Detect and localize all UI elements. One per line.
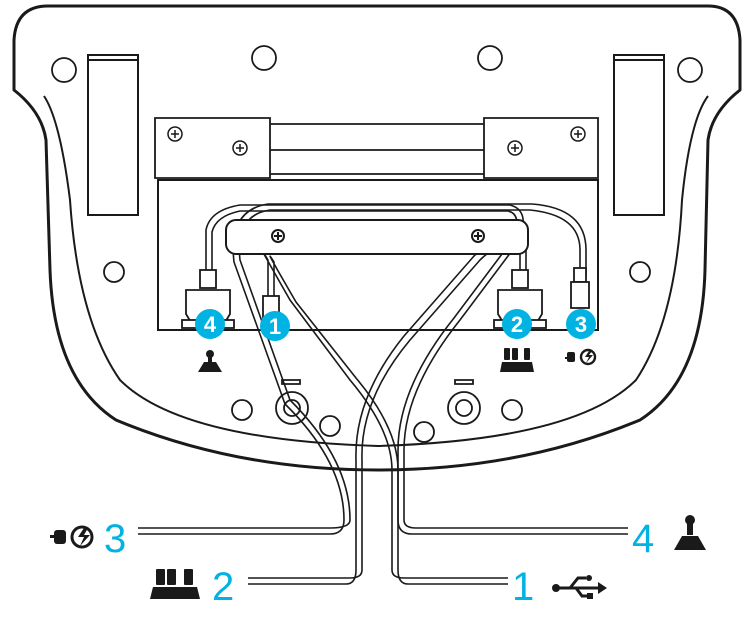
joystick-icon [198, 350, 222, 372]
screw-icons [167, 126, 586, 156]
mount-holes [51, 45, 703, 443]
power-icon [565, 348, 597, 366]
port-number: 3 [575, 312, 587, 337]
port-number: 2 [511, 312, 523, 337]
cable-label-1: 1 [512, 565, 607, 609]
port-badge-1: 1 [260, 311, 290, 341]
pedals-icon [500, 348, 534, 372]
cable-clip [225, 219, 529, 255]
cable-label-4: 4 [632, 515, 706, 561]
port-number: 1 [269, 314, 281, 339]
cable-label-2: 2 [150, 565, 234, 609]
device-base [12, 4, 742, 472]
cable-number: 1 [512, 565, 534, 609]
cable-bundle [138, 203, 628, 585]
mounting-plates [154, 117, 599, 179]
power-icon [50, 525, 94, 549]
joystick-icon [674, 515, 706, 550]
port-badge-3: 3 [566, 309, 596, 339]
connector-panel [157, 179, 599, 331]
bottom-knobs [275, 379, 481, 425]
cable-number: 4 [632, 517, 654, 561]
cable-number: 2 [212, 565, 234, 609]
port-number: 4 [204, 312, 217, 337]
port-badge-2: 2 [502, 309, 532, 339]
port-badge-4: 4 [195, 309, 225, 339]
cable-label-3: 3 [50, 517, 126, 561]
usb-icon [552, 575, 607, 599]
clamp-blocks [87, 54, 665, 216]
cable-number: 3 [104, 517, 126, 561]
pedals-icon [150, 569, 200, 599]
